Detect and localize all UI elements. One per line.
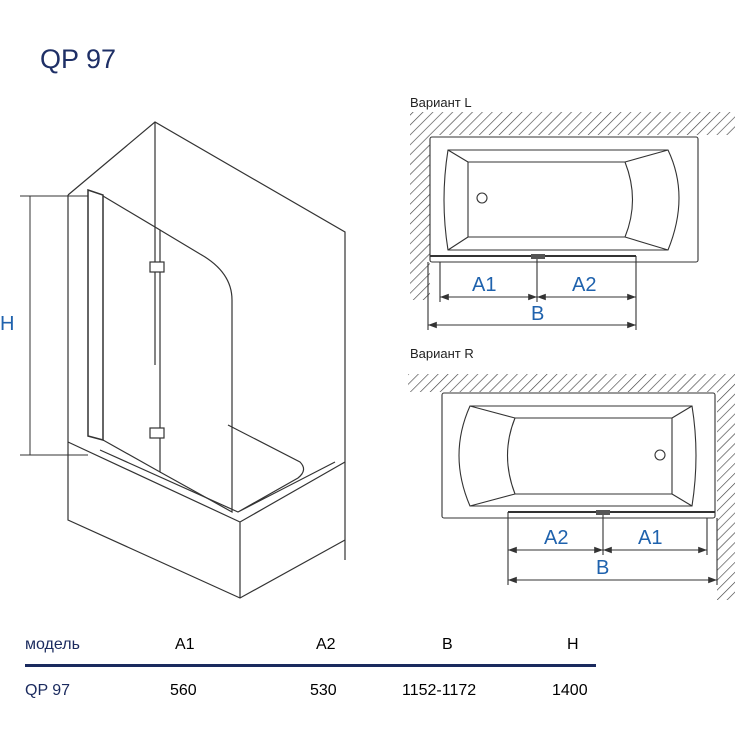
bathtub-outline xyxy=(441,392,716,519)
bathtub-inner xyxy=(458,405,697,507)
header-a1: A1 xyxy=(175,636,195,653)
header-h: H xyxy=(567,636,579,653)
variant-l-title: Вариант L xyxy=(410,95,472,110)
wall-hatch xyxy=(408,374,735,600)
table-divider xyxy=(25,664,596,667)
hinge-top xyxy=(149,261,165,273)
bathtub-outline xyxy=(429,136,699,263)
bathtub-inner xyxy=(443,149,680,251)
hinge-bottom xyxy=(149,427,165,439)
drain-icon xyxy=(654,449,666,461)
hinge-profile xyxy=(87,188,104,441)
variant-r-plan xyxy=(408,374,735,600)
cell-h: 1400 xyxy=(552,682,588,699)
height-dimension xyxy=(20,195,88,456)
cell-model: QP 97 xyxy=(25,682,71,699)
bathtub-rim xyxy=(99,424,336,513)
header-model: модель xyxy=(25,636,80,653)
glass-panel-1 xyxy=(102,195,161,474)
glass-panel-2 xyxy=(159,229,233,514)
cell-a2: 530 xyxy=(310,682,337,699)
wall-hatch xyxy=(410,112,735,300)
back-wall xyxy=(67,121,346,560)
cell-a1: 560 xyxy=(170,682,197,699)
variant-l-b: B xyxy=(531,303,544,325)
variant-r-a2: A2 xyxy=(544,527,568,549)
variant-l-a2: A2 xyxy=(572,274,596,296)
cell-b: 1152-1172 xyxy=(402,682,477,699)
height-label: H xyxy=(0,313,14,335)
variant-l-a1: A1 xyxy=(472,274,496,296)
drain-icon xyxy=(476,192,488,204)
header-a2: A2 xyxy=(316,636,336,653)
variant-r-b: B xyxy=(596,557,609,579)
variant-l-plan xyxy=(410,112,735,330)
isometric-view xyxy=(20,121,346,599)
variant-r-a1: A1 xyxy=(638,527,662,549)
variant-r-title: Вариант R xyxy=(410,346,474,361)
bathtub xyxy=(67,441,346,599)
page-title: QP 97 xyxy=(40,44,117,74)
header-b: B xyxy=(442,636,453,653)
